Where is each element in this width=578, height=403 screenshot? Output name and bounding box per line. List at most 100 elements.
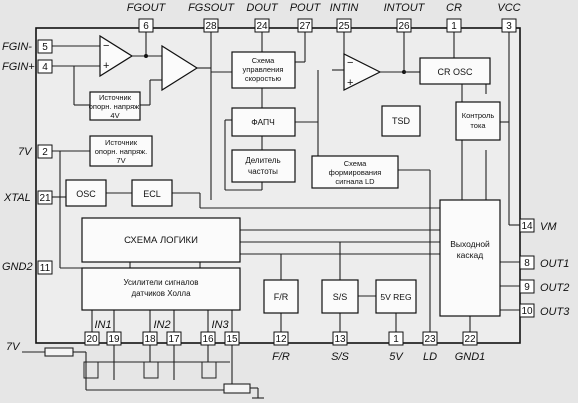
pin-ss: 13 S/S (331, 331, 350, 363)
pin-ld: 23 LD (422, 331, 438, 363)
pin-label: GND2 (2, 261, 33, 273)
divider-block: Делитель частоты (231, 149, 296, 183)
svg-text:тока: тока (470, 121, 486, 130)
pin-number: 25 (338, 21, 350, 32)
svg-text:Схема: Схема (252, 56, 275, 65)
pin-number: 23 (424, 334, 436, 345)
svg-text:Выходной: Выходной (450, 239, 490, 249)
pin-label: XTAL (3, 192, 31, 204)
output-stage-block: Выходной каскад (439, 199, 501, 317)
pin-xtal: XTAL 21 (3, 190, 53, 205)
pin-intin: INTIN 25 (330, 2, 359, 33)
pin-fgin-plus: FGIN+ 4 (2, 59, 53, 74)
svg-text:Схема: Схема (344, 159, 367, 168)
in2-label: IN2 (153, 319, 170, 331)
pin-number: 12 (275, 334, 287, 345)
svg-text:каскад: каскад (457, 250, 484, 260)
pin-number: 14 (521, 221, 533, 232)
pin-gnd2: GND2 11 (2, 260, 53, 275)
ss-block: S/S (321, 279, 359, 314)
pin-number: 17 (168, 334, 180, 345)
in1-label: IN1 (94, 319, 111, 331)
pin-label: VCC (497, 2, 520, 14)
pin-label: S/S (331, 351, 349, 363)
current-control-block: Контроль тока (455, 101, 501, 141)
svg-text:частоты: частоты (248, 167, 278, 176)
pin-number: 24 (256, 21, 268, 32)
svg-text:ECL: ECL (143, 189, 161, 199)
integrator-amplifier-icon (343, 53, 382, 91)
pin-vm: 14 VM (519, 218, 557, 233)
pin-label: FGIN+ (2, 61, 35, 73)
svg-text:Делитель: Делитель (245, 156, 280, 165)
pin-label: LD (423, 351, 437, 363)
pin-label: FGIN- (2, 41, 32, 53)
svg-text:+: + (347, 77, 353, 89)
pin-number: 8 (524, 258, 530, 269)
pin-number: 3 (506, 21, 512, 32)
tsd-block: TSD (381, 105, 421, 137)
svg-text:опорн. напряж.: опорн. напряж. (89, 102, 142, 111)
fr-block: F/R (263, 279, 299, 314)
pin-label: OUT3 (540, 306, 570, 318)
pin-number: 10 (521, 306, 533, 317)
wiring (22, 32, 520, 399)
svg-text:−: − (347, 57, 353, 69)
pin-number: 28 (205, 21, 217, 32)
pin-number: 16 (202, 334, 214, 345)
pin-label: POUT (290, 2, 322, 14)
pin-label: VM (540, 221, 557, 233)
pin-label: 5V (389, 351, 404, 363)
pin-label: FGOUT (127, 2, 167, 14)
pin-fr: 12 F/R (272, 331, 290, 363)
hall-amplifier-block: Усилители сигналов датчиков Холла (81, 267, 241, 311)
pin-label: INTIN (330, 2, 359, 14)
pin-label: F/R (272, 351, 290, 363)
pin-7v: 7V 2 (18, 144, 53, 159)
pin-number: 6 (143, 21, 149, 32)
pin-dout: DOUT 24 (246, 2, 279, 33)
pin-number: 9 (524, 282, 530, 293)
pin-cr: CR 1 (446, 2, 462, 33)
fg-amplifier-icon (99, 34, 134, 78)
svg-text:Усилители сигналов: Усилители сигналов (124, 278, 199, 287)
pin-out1: 8 OUT1 (519, 255, 569, 270)
pin-number: 11 (40, 263, 51, 274)
svg-text:скоростью: скоростью (245, 74, 282, 83)
ld-generator-block: Схема формирования сигнала LD (311, 155, 399, 189)
pin-number: 26 (398, 21, 410, 32)
svg-text:управления: управления (243, 65, 284, 74)
ecl-block: ECL (131, 179, 173, 207)
svg-text:S/S: S/S (333, 292, 348, 302)
svg-text:F/R: F/R (274, 292, 289, 302)
pin-number: 2 (42, 147, 48, 158)
speed-control-block: Схема управления скоростью (231, 51, 296, 89)
svg-text:Источник: Источник (105, 138, 138, 147)
pin-label: 7V (18, 146, 33, 158)
pin-label: DOUT (246, 2, 278, 14)
5v-regulator-block: 5V REG (375, 279, 417, 314)
svg-text:4V: 4V (110, 111, 119, 120)
pin-label: CR (446, 2, 462, 14)
pin-number: 19 (108, 334, 120, 345)
svg-text:СХЕМА ЛОГИКИ: СХЕМА ЛОГИКИ (124, 235, 198, 246)
pin-intout: INTOUT 26 (384, 2, 426, 33)
pin-label: FGSOUT (188, 2, 235, 14)
pin-out3: 10 OUT3 (519, 303, 570, 318)
pin-number: 15 (226, 334, 238, 345)
svg-text:ФАПЧ: ФАПЧ (251, 117, 275, 127)
ref-7v-block: Источник опорн. напряж. 7V (89, 135, 153, 167)
svg-text:5V REG: 5V REG (380, 292, 411, 302)
svg-text:Источник: Источник (99, 93, 132, 102)
pin-label: OUT1 (540, 258, 569, 270)
svg-text:Контроль: Контроль (462, 111, 495, 120)
fg-schmitt-amplifier-icon (161, 44, 199, 92)
cr-osc-block: CR OSC (419, 57, 491, 85)
bottom-7v-label: 7V (6, 341, 21, 353)
pin-gnd1: 22 GND1 (455, 331, 485, 363)
in3-label: IN3 (211, 319, 229, 331)
pin-out2: 9 OUT2 (519, 279, 569, 294)
pin-fgout: FGOUT 6 (127, 2, 167, 33)
svg-text:опорн. напряж.: опорн. напряж. (95, 147, 148, 156)
